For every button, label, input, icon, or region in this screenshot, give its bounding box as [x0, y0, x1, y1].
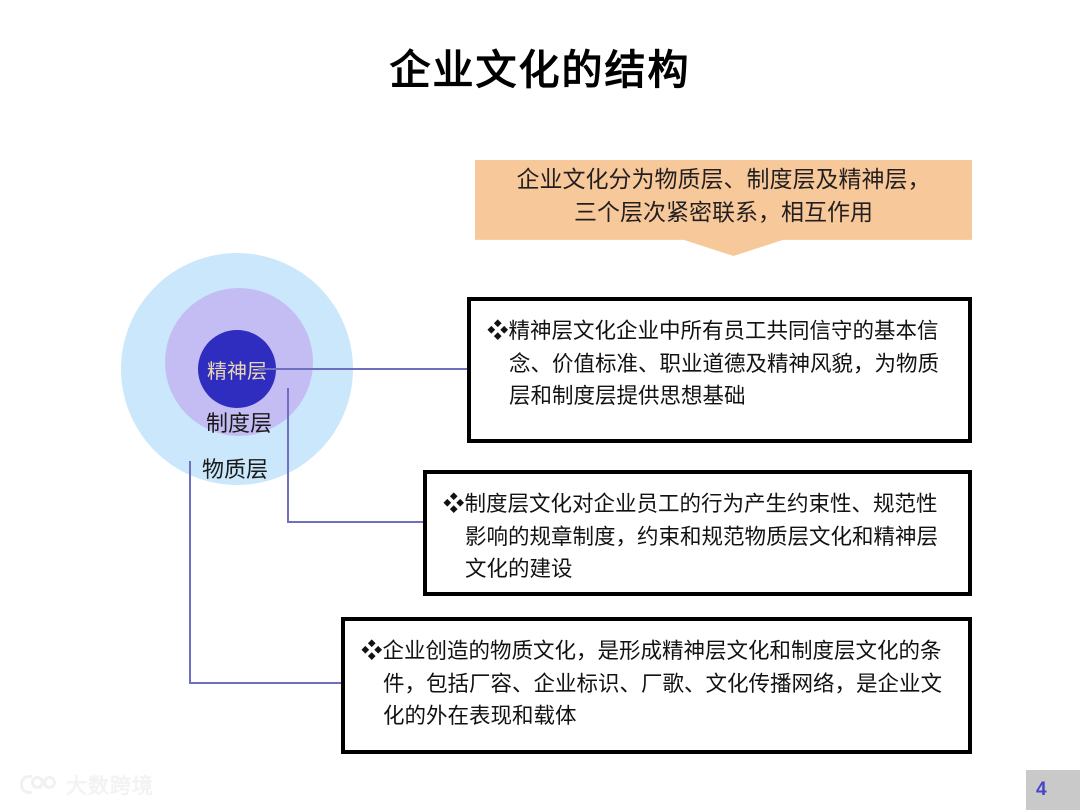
content-box-institution-layer-text: ❖制度层文化对企业员工的行为产生约束性、规范性影响的规章制度，约束和规范物质层文… [427, 474, 968, 598]
bullet-diamond-icon: ❖ [361, 639, 383, 663]
content-box-material-layer-text: ❖企业创造的物质文化，是形成精神层文化和制度层文化的条件，包括厂容、企业标识、厂… [345, 621, 968, 745]
watermark-logo: 大数跨境 [18, 770, 154, 800]
callout-banner-text: 企业文化分为物质层、制度层及精神层， 三个层次紧密联系，相互作用 [475, 160, 972, 234]
watermark-label: 大数跨境 [66, 775, 154, 798]
circle-label-spirit-layer: 精神层 [207, 360, 267, 383]
connector-material-vertical [189, 461, 191, 683]
content-box-institution-layer-body: 制度层文化对企业员工的行为产生约束性、规范性影响的规章制度，约束和规范物质层文化… [464, 492, 939, 582]
content-box-spirit-layer: ❖精神层文化企业中所有员工共同信守的基本信念、价值标准、职业道德及精神风貌，为物… [467, 297, 972, 443]
connector-institution-vertical [287, 388, 289, 482]
callout-banner-body [475, 160, 972, 234]
content-box-material-layer-body: 企业创造的物质文化，是形成精神层文化和制度层文化的条件，包括厂容、企业标识、厂歌… [382, 639, 943, 729]
brand-mark-icon [18, 774, 58, 796]
bullet-diamond-icon: ❖ [487, 319, 509, 343]
connector-material-horizontal [189, 682, 342, 684]
callout-banner-arrow-icon [475, 233, 972, 256]
callout-line-2: 三个层次紧密联系，相互作用 [574, 200, 873, 225]
page-title: 企业文化的结构 [389, 47, 691, 93]
content-box-material-layer: ❖企业创造的物质文化，是形成精神层文化和制度层文化的条件，包括厂容、企业标识、厂… [341, 617, 972, 754]
content-box-spirit-layer-body: 精神层文化企业中所有员工共同信守的基本信念、价值标准、职业道德及精神风貌，为物质… [508, 319, 940, 409]
connector-spirit-to-box1 [258, 368, 468, 370]
callout-line-1: 企业文化分为物质层、制度层及精神层， [516, 167, 931, 193]
page-number-badge: 4 [1026, 770, 1080, 810]
connector-institution-vertical-lower [287, 480, 289, 523]
circle-label-material-layer: 物质层 [201, 457, 268, 482]
content-box-spirit-layer-text: ❖精神层文化企业中所有员工共同信守的基本信念、价值标准、职业道德及精神风貌，为物… [471, 301, 968, 425]
content-box-institution-layer: ❖制度层文化对企业员工的行为产生约束性、规范性影响的规章制度，约束和规范物质层文… [423, 470, 972, 596]
bullet-diamond-icon: ❖ [443, 492, 465, 516]
circle-label-institution-layer: 制度层 [205, 411, 272, 436]
connector-institution-horizontal [287, 521, 424, 523]
callout-banner: 企业文化分为物质层、制度层及精神层， 三个层次紧密联系，相互作用 [475, 160, 972, 256]
